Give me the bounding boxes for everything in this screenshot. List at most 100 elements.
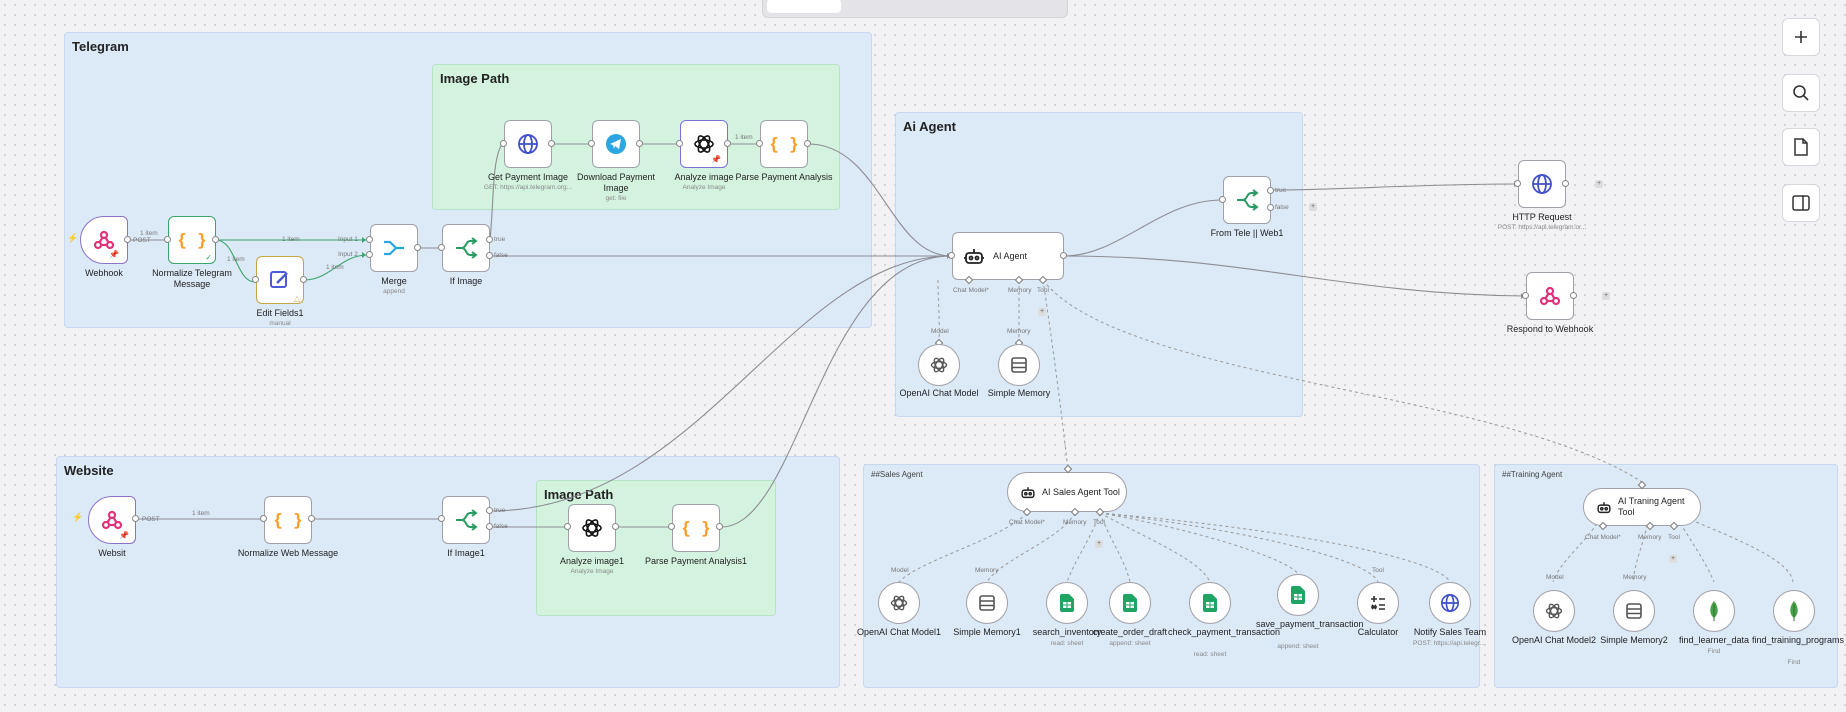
search-button[interactable] [1782,74,1820,112]
output-port[interactable] [548,140,555,147]
node-webhook[interactable]: 📌 [80,216,128,264]
add-node-plus[interactable]: + [1602,292,1610,300]
node-label: check_payment_transaction [1168,627,1281,637]
node-normalize-telegram[interactable]: { } ✓ [168,216,216,264]
zoom-in-button[interactable] [1782,18,1820,56]
node-if-image[interactable] [442,224,490,272]
input-port[interactable] [366,251,373,258]
node-find-training-programs[interactable] [1773,590,1815,632]
output-port-true[interactable] [486,236,493,243]
google-sheets-icon [1060,594,1074,612]
add-node-plus[interactable]: + [1309,203,1317,211]
node-ai-training-agent-tool[interactable]: AI Traning Agent Tool [1583,488,1701,526]
input-port[interactable] [366,236,373,243]
node-normalize-web[interactable]: { } [264,496,312,544]
output-port-true[interactable] [486,507,493,514]
node-label: If Image1 [447,548,485,558]
output-port-false[interactable] [486,252,493,259]
wire-label-false: false [1275,204,1289,211]
node-download-payment-image[interactable] [592,120,640,168]
node-openai-chat-model1[interactable] [878,582,920,624]
node-analyze-image1[interactable] [568,504,616,552]
add-tool-plus[interactable]: + [1095,540,1103,548]
node-save-payment-transaction[interactable] [1277,574,1319,616]
node-check-payment-transaction[interactable] [1189,582,1231,624]
node-respond-to-webhook[interactable] [1526,272,1574,320]
output-port-false[interactable] [486,523,493,530]
node-parse-payment-analysis[interactable]: { } [760,120,808,168]
output-port[interactable] [300,276,307,283]
google-sheets-icon [1123,594,1137,612]
add-sticky-button[interactable] [1782,128,1820,166]
node-label: save_payment_transaction [1256,619,1364,629]
globe-icon [1532,174,1552,194]
input-port[interactable] [588,140,595,147]
node-label: OpenAI Chat Model [899,388,979,398]
node-if-image1[interactable] [442,496,490,544]
node-openai-chat-model[interactable] [918,344,960,386]
node-simple-memory[interactable] [998,344,1040,386]
input-port[interactable] [260,515,267,522]
toggle-panel-button[interactable] [1782,184,1820,222]
node-notify-sales-team[interactable] [1429,582,1471,624]
output-port-true[interactable] [1267,187,1274,194]
node-openai-chat-model2[interactable] [1533,590,1575,632]
handle-label: Model [1546,574,1564,581]
output-port[interactable] [212,236,219,243]
input-port[interactable] [438,515,445,522]
node-simple-memory2[interactable] [1613,590,1655,632]
output-port[interactable] [124,236,131,243]
wire-sales-save [1099,512,1299,575]
input-port[interactable] [668,523,675,530]
output-port[interactable] [1060,252,1067,259]
output-port[interactable] [612,523,619,530]
input-port[interactable] [948,252,955,259]
node-calculator[interactable] [1357,582,1399,624]
input-port[interactable] [1522,292,1529,299]
node-search-inventory[interactable] [1046,582,1088,624]
group-sales-agent[interactable]: ##Sales Agent [863,464,1480,688]
output-port-false[interactable] [1267,204,1274,211]
output-port[interactable] [1562,180,1569,187]
output-port[interactable] [804,140,811,147]
input-port[interactable] [1514,180,1521,187]
output-port[interactable] [636,140,643,147]
output-port[interactable] [132,515,139,522]
handle-label: Tool [1668,534,1680,541]
add-tool-plus[interactable]: + [1669,555,1677,563]
add-tool-plus[interactable]: + [1038,308,1046,316]
node-simple-memory1[interactable] [966,582,1008,624]
canvas-top-tab[interactable] [767,0,841,13]
node-subtitle: Analyze Image [682,184,726,191]
node-analyze-image[interactable]: 📌 [680,120,728,168]
node-from-tele-web[interactable] [1223,176,1271,224]
input-port[interactable] [252,276,259,283]
node-find-learner-data[interactable] [1693,590,1735,632]
output-port[interactable] [716,523,723,530]
node-get-payment-image[interactable] [504,120,552,168]
output-port[interactable] [1570,292,1577,299]
node-ai-agent[interactable]: AI Agent [952,232,1064,280]
node-edit-fields[interactable]: △ [256,256,304,304]
input-port[interactable] [564,523,571,530]
input-port[interactable] [756,140,763,147]
input-port[interactable] [164,236,171,243]
node-create-order-draft[interactable] [1109,582,1151,624]
input-port[interactable] [1219,196,1226,203]
wire-agent-switch [1063,199,1223,257]
node-ai-sales-agent-tool[interactable]: AI Sales Agent Tool [1007,472,1127,512]
input-port[interactable] [438,244,445,251]
node-parse-payment-analysis1[interactable]: { } [672,504,720,552]
input-port[interactable] [676,140,683,147]
node-http-request[interactable] [1518,160,1566,208]
add-node-plus[interactable]: + [1595,180,1603,188]
input-port[interactable] [500,140,507,147]
output-port[interactable] [414,244,421,251]
node-websit[interactable]: 📌 [88,496,136,544]
node-subtitle: manual [269,320,291,327]
calculator-icon [1371,596,1385,610]
output-port[interactable] [308,515,315,522]
output-port[interactable] [724,140,731,147]
node-merge[interactable] [370,224,418,272]
